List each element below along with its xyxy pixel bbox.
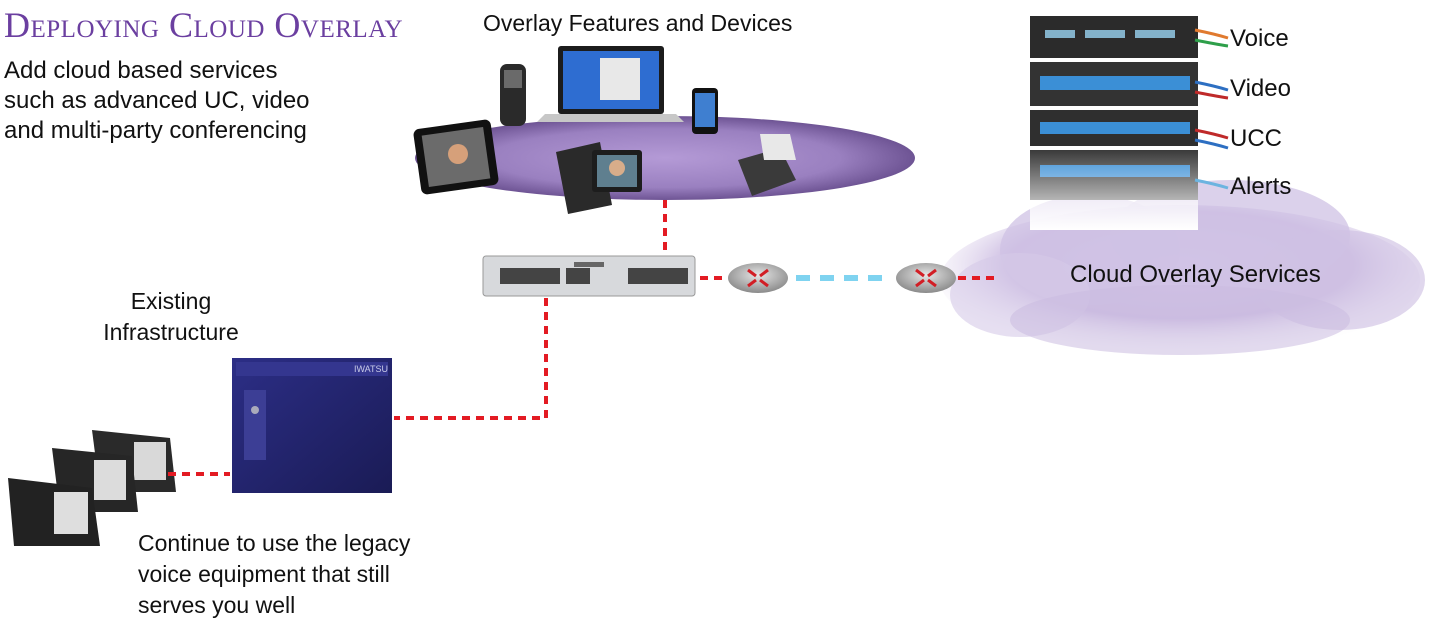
cloud-services-label: Cloud Overlay Services — [1070, 261, 1321, 288]
video-phone-device — [556, 142, 642, 214]
service-alerts: Alerts — [1230, 173, 1292, 200]
pbx-cabinet — [232, 358, 392, 493]
existing-infrastructure-label: Existing Infrastructure — [103, 288, 239, 345]
network-switch — [482, 255, 696, 297]
tablet-device — [413, 119, 499, 195]
smartphone-device — [692, 88, 718, 134]
router-left — [728, 263, 788, 293]
server-rack — [1030, 16, 1229, 230]
handset-device — [500, 64, 526, 126]
intro-text: Add cloud based services such as advance… — [4, 57, 310, 144]
red-links — [168, 200, 1000, 476]
service-voice: Voice — [1230, 25, 1289, 52]
desk-phones — [8, 430, 176, 546]
fax-device — [738, 134, 796, 196]
legacy-text: Continue to use the legacy voice equipme… — [138, 530, 411, 618]
pbx-brand-label: IWATSU — [354, 364, 388, 374]
page-title: Deploying Cloud Overlay — [4, 5, 404, 45]
router-right — [896, 263, 956, 293]
features-title: Overlay Features and Devices — [483, 10, 793, 36]
service-video: Video — [1230, 75, 1291, 102]
laptop-device — [537, 46, 684, 122]
service-ucc: UCC — [1230, 125, 1282, 152]
